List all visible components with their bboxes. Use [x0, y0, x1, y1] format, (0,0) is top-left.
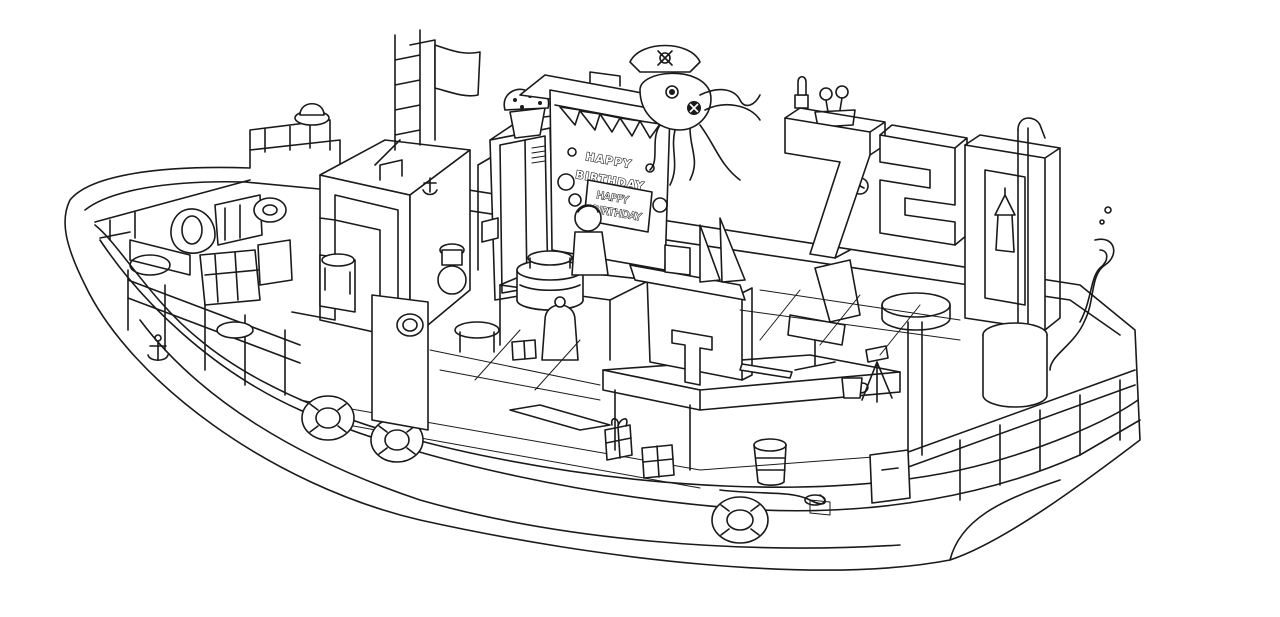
life-ring-icon — [301, 395, 355, 441]
gift-icon — [511, 339, 537, 361]
gift-icon — [604, 417, 633, 461]
flower-pot — [814, 85, 856, 128]
mug-icon — [841, 377, 869, 399]
flag-icon — [434, 44, 481, 97]
mast — [374, 29, 436, 166]
stool — [454, 321, 500, 353]
sailboat-model — [699, 217, 746, 283]
skull-crossbones-icon — [629, 44, 701, 73]
number-sculpture — [784, 107, 1061, 331]
tentacle — [1049, 206, 1115, 371]
tripod-camera-icon — [861, 345, 893, 403]
hydrant-figure — [541, 296, 579, 361]
deck-floor — [429, 289, 961, 401]
cactus-icon — [794, 75, 809, 109]
digit-seven — [784, 117, 871, 259]
wheelhouse-cabin — [291, 139, 471, 431]
exhaust-pipe — [1017, 117, 1046, 331]
deck-ramp — [509, 404, 611, 431]
anchor-icon — [147, 334, 169, 362]
child-figure — [571, 204, 609, 276]
computer-monitor-icon — [646, 274, 753, 386]
hose — [719, 489, 826, 506]
pirate-hat-icon — [294, 102, 330, 126]
water-tank — [982, 322, 1048, 408]
filing-cabinet — [869, 449, 911, 504]
cargo-pile — [129, 194, 293, 339]
life-ring-icon — [711, 496, 769, 544]
digit-two — [879, 134, 956, 246]
snowman-figure — [437, 243, 467, 295]
keyboard — [739, 363, 793, 379]
gift-icon — [641, 444, 675, 479]
octopus-icon — [639, 72, 761, 186]
trash-bin — [753, 438, 787, 486]
